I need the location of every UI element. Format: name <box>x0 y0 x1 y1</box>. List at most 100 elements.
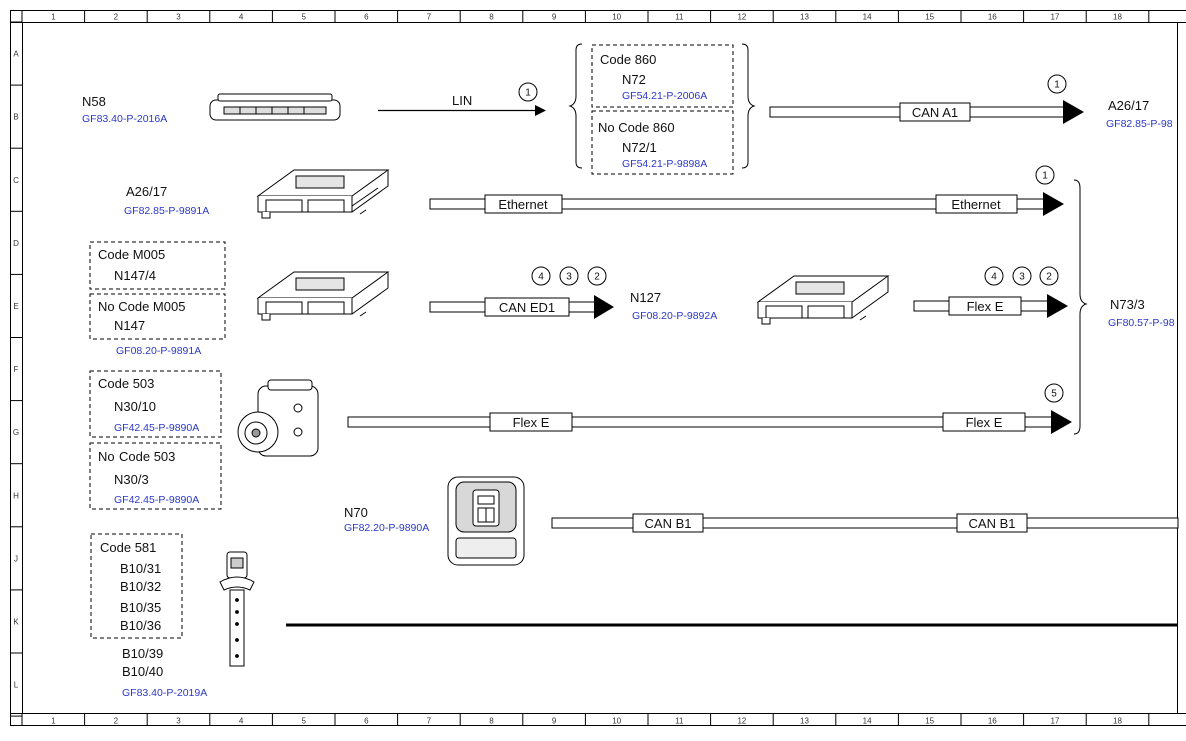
n127-code: N127 <box>630 290 661 305</box>
row-ruler-ticks <box>10 21 22 717</box>
column-label: 16 <box>988 13 997 22</box>
row-label: K <box>13 617 19 626</box>
column-label: 13 <box>800 717 809 726</box>
flex-e-callout-1: 4 <box>991 272 997 283</box>
b10-inner-1: B10/31 <box>120 561 161 576</box>
column-label: 5 <box>301 13 306 22</box>
row-label: A <box>13 50 19 59</box>
can-b1-label-right: CAN B1 <box>969 516 1016 531</box>
n30-opt1-code: N30/10 <box>114 399 156 414</box>
can-b1-label-left: CAN B1 <box>645 516 692 531</box>
n30-opt2-code: N30/3 <box>114 472 149 487</box>
n72-opt1-code: N72 <box>622 72 646 87</box>
b10-inner-3: B10/35 <box>120 600 161 615</box>
n72-group: Code 860 N72 GF54.21-P-2006A No Code 860… <box>568 43 756 175</box>
n70-overhead-control-icon <box>447 476 525 566</box>
column-label: 4 <box>239 717 244 726</box>
column-label: 12 <box>737 13 746 22</box>
n72-opt1-label: Code 860 <box>600 52 656 67</box>
flex-e-bus-right: Flex E 4 3 2 <box>913 266 1068 318</box>
n147-opt2-code: N147 <box>114 318 145 333</box>
column-label: 8 <box>489 717 494 726</box>
row-label: J <box>14 554 18 563</box>
n58-ref: GF83.40-P-2016A <box>82 113 167 125</box>
flex-e-label-long-left: Flex E <box>513 415 550 430</box>
column-label: 1 <box>51 717 56 726</box>
column-label: 2 <box>114 717 119 726</box>
column-label: 8 <box>489 13 494 22</box>
lin-bus: LIN 1 <box>378 82 546 116</box>
n30-opt2-label-a: No <box>98 449 115 464</box>
column-label: 17 <box>1050 13 1059 22</box>
flex-e-bus-long: Flex E Flex E 5 <box>347 383 1072 434</box>
b10-inner-4: B10/36 <box>120 618 161 633</box>
column-label: 18 <box>1113 13 1122 22</box>
n147-group: Code M005 N147/4 No Code M005 N147 GF08.… <box>89 241 226 357</box>
can-ed1-label: CAN ED1 <box>499 300 555 315</box>
column-label: 16 <box>988 717 997 726</box>
column-label: 9 <box>552 13 557 22</box>
lin-callout: 1 <box>525 88 531 99</box>
b10-outer-2: B10/40 <box>122 664 163 679</box>
row-label: G <box>13 428 19 437</box>
n70-code: N70 <box>344 505 368 520</box>
column-label: 12 <box>737 717 746 726</box>
column-label: 3 <box>176 717 181 726</box>
n147-module-icon <box>256 271 390 321</box>
row-label: E <box>13 302 18 311</box>
column-label: 7 <box>427 13 432 22</box>
diagram-frame <box>10 10 1186 726</box>
n30-pump-icon <box>237 379 319 457</box>
n147-ref: GF08.20-P-9891A <box>116 345 201 357</box>
column-label: 6 <box>364 717 369 726</box>
b10-sensor-icon <box>219 551 255 667</box>
column-label: 11 <box>675 13 684 22</box>
n70-ref: GF82.20-P-9890A <box>344 522 429 534</box>
column-label: 14 <box>863 13 872 22</box>
n30-opt2-label-b: Code 503 <box>119 449 175 464</box>
ethernet-callout: 1 <box>1042 171 1048 182</box>
n58-code: N58 <box>82 94 106 109</box>
row-label: F <box>14 365 19 374</box>
n127-module-icon <box>756 275 890 325</box>
column-label: 6 <box>364 13 369 22</box>
row-label: L <box>14 681 19 690</box>
can-ed1-bus: CAN ED1 4 3 2 <box>429 266 614 319</box>
n30-opt2-ref: GF42.45-P-9890A <box>114 494 199 506</box>
flex-e-label-right: Flex E <box>967 299 1004 314</box>
can-a1-label: CAN A1 <box>912 105 958 120</box>
n147-opt2-label: No Code M005 <box>98 299 185 314</box>
ethernet-label-right: Ethernet <box>951 197 1001 212</box>
can-ed1-callout-1: 4 <box>538 272 544 283</box>
can-a1-bus: CAN A1 1 <box>769 74 1084 124</box>
column-label: 15 <box>925 717 934 726</box>
row-label: C <box>13 176 19 185</box>
can-a1-callout: 1 <box>1054 80 1060 91</box>
n73-ref: GF80.57-P-98 <box>1108 317 1175 329</box>
column-label: 11 <box>675 717 684 726</box>
a26-right-ref: GF82.85-P-98 <box>1106 118 1173 130</box>
flex-e-label-long-right: Flex E <box>966 415 1003 430</box>
can-ed1-callout-3: 2 <box>594 272 600 283</box>
a26-left-ref: GF82.85-P-9891A <box>124 205 209 217</box>
n147-opt1-label: Code M005 <box>98 247 165 262</box>
a26-module-icon <box>256 169 390 219</box>
column-ruler-ticks <box>21 10 1150 726</box>
ethernet-bus: Ethernet Ethernet 1 <box>429 165 1064 216</box>
lin-label: LIN <box>452 93 472 108</box>
column-label: 10 <box>612 717 621 726</box>
n127-ref: GF08.20-P-9892A <box>632 310 717 322</box>
column-label: 18 <box>1113 717 1122 726</box>
column-label: 5 <box>301 717 306 726</box>
n147-opt1-code: N147/4 <box>114 268 156 283</box>
n72-opt2-ref: GF54.21-P-9898A <box>622 158 707 170</box>
n72-opt2-label: No Code 860 <box>598 120 675 135</box>
can-ed1-callout-2: 3 <box>566 272 572 283</box>
b10-inner-2: B10/32 <box>120 579 161 594</box>
column-label: 2 <box>114 13 119 22</box>
flex-e-callout-2: 3 <box>1019 272 1025 283</box>
n30-opt1-ref: GF42.45-P-9890A <box>114 422 199 434</box>
